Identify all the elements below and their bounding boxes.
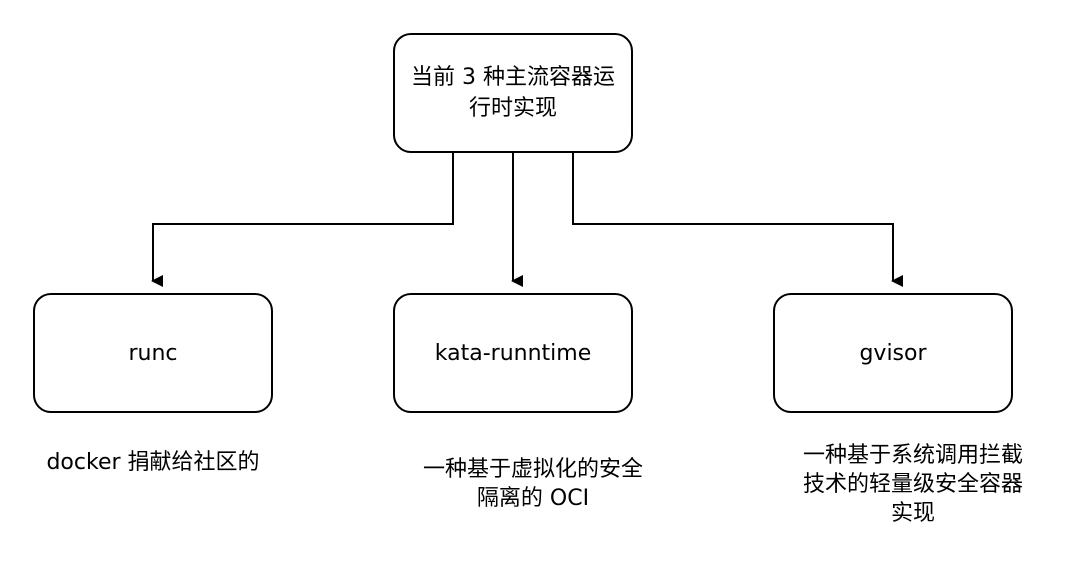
- root-node[interactable]: 当前 3 种主流容器运行时实现: [393, 33, 633, 153]
- kata-runntime-caption: 一种基于虚拟化的安全隔离的 OCI: [422, 457, 643, 511]
- runc-node[interactable]: runc: [33, 293, 273, 413]
- gvisor-node[interactable]: gvisor: [773, 293, 1013, 413]
- runc-node-label: runc: [128, 340, 178, 366]
- runc-caption: docker 捐献给社区的: [46, 450, 260, 475]
- connector-root-to-gvisor: [572, 153, 903, 287]
- connector-root-to-runc: [151, 153, 454, 287]
- kata-runntime-node[interactable]: kata-runntime: [393, 293, 633, 413]
- gvisor-node-label: gvisor: [859, 340, 927, 366]
- root-node-label: 当前 3 种主流容器运行时实现: [411, 65, 615, 121]
- kata-runntime-node-label: kata-runntime: [434, 340, 592, 366]
- gvisor-caption: 一种基于系统调用拦截技术的轻量级安全容器实现: [802, 443, 1023, 526]
